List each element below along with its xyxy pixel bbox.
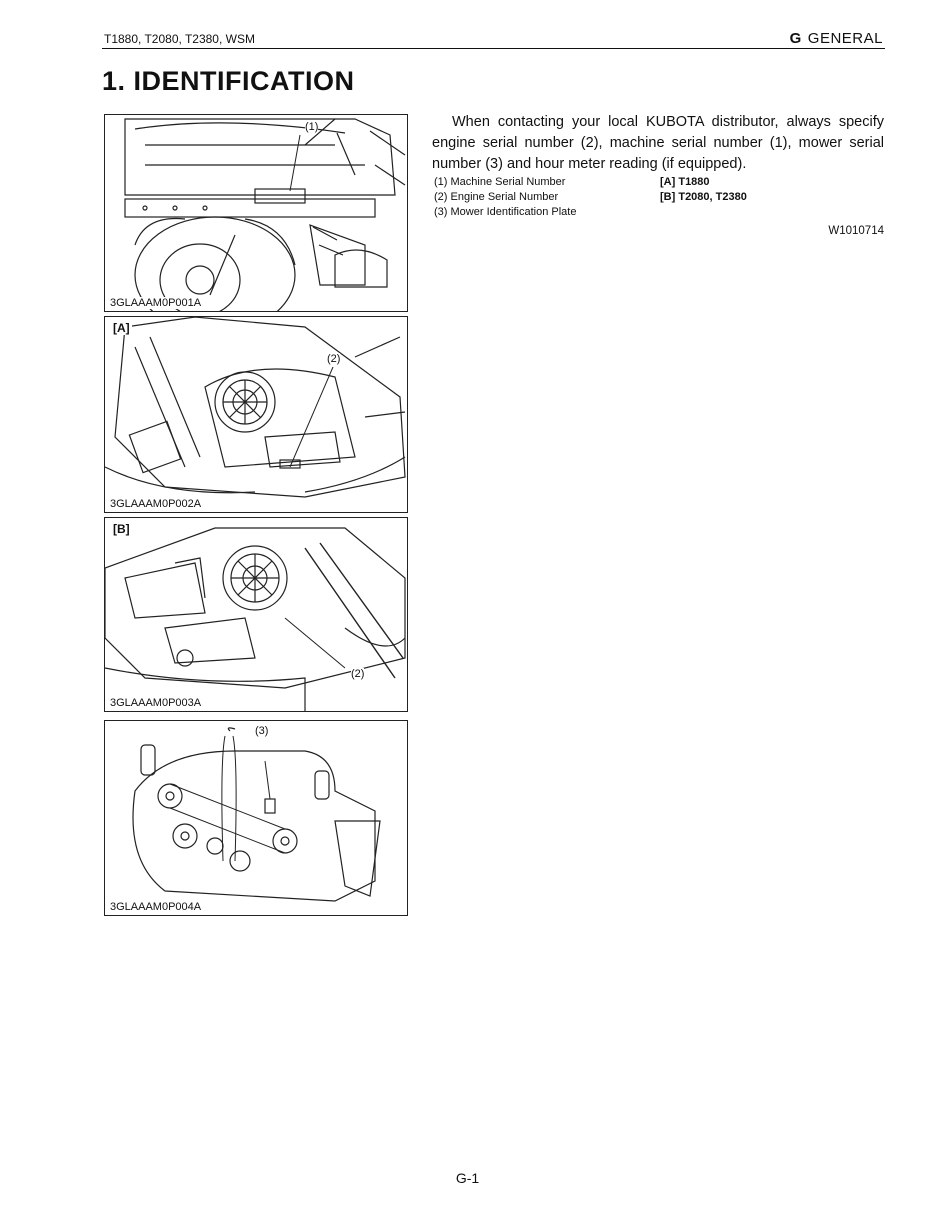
- figure-machine-serial: (1) 3GLAAAM0P001A: [104, 114, 408, 312]
- callout-legend: (1) Machine Serial Number (2) Engine Ser…: [434, 175, 576, 220]
- page-number: G-1: [455, 1170, 480, 1186]
- section-name: GENERAL: [807, 30, 883, 47]
- tractor-side-illustration: [124, 118, 406, 311]
- section-letter: G: [789, 30, 802, 47]
- reference-code: W1010714: [828, 225, 884, 237]
- figure-code: 3GLAAAM0P003A: [108, 697, 204, 709]
- figure-mower-plate: (3) 3GLAAAM0P004A: [104, 720, 408, 916]
- model-tag-b: [B]: [111, 522, 132, 536]
- legend-item: (3) Mower Identification Plate: [434, 206, 577, 218]
- header-rule: [102, 48, 885, 49]
- figure-engine-serial-a: [A] (2) 3GLAAAM0P002A: [104, 316, 408, 513]
- callout-3: (3): [255, 725, 269, 737]
- header-models: T1880, T2080, T2380, WSM: [104, 32, 255, 46]
- model-item: [B] T2080, T2380: [660, 191, 747, 203]
- figure-code: 3GLAAAM0P002A: [108, 498, 204, 510]
- figure-code: 3GLAAAM0P004A: [108, 901, 204, 913]
- legend-item: (1) Machine Serial Number: [434, 176, 566, 188]
- figure-code: 3GLAAAM0P001A: [108, 297, 204, 309]
- callout-2: (2): [327, 353, 341, 365]
- intro-paragraph: When contacting your local KUBOTA distri…: [432, 114, 884, 172]
- model-legend: [A] T1880 [B] T2080, T2380: [660, 175, 747, 205]
- engine-a-illustration: [105, 317, 406, 498]
- legend-item: (2) Engine Serial Number: [434, 191, 559, 203]
- header-section: G GENERAL: [790, 30, 883, 47]
- engine-b-illustration: [105, 527, 406, 711]
- callout-2: (2): [351, 668, 365, 680]
- callout-1: (1): [305, 121, 319, 133]
- figure-engine-serial-b: [B] (2) 3GLAAAM0P003A: [104, 517, 408, 712]
- model-item: [A] T1880: [660, 176, 710, 188]
- mower-deck-illustration: [132, 727, 381, 902]
- page-title: 1. IDENTIFICATION: [102, 66, 355, 96]
- model-tag-a: [A]: [111, 321, 132, 335]
